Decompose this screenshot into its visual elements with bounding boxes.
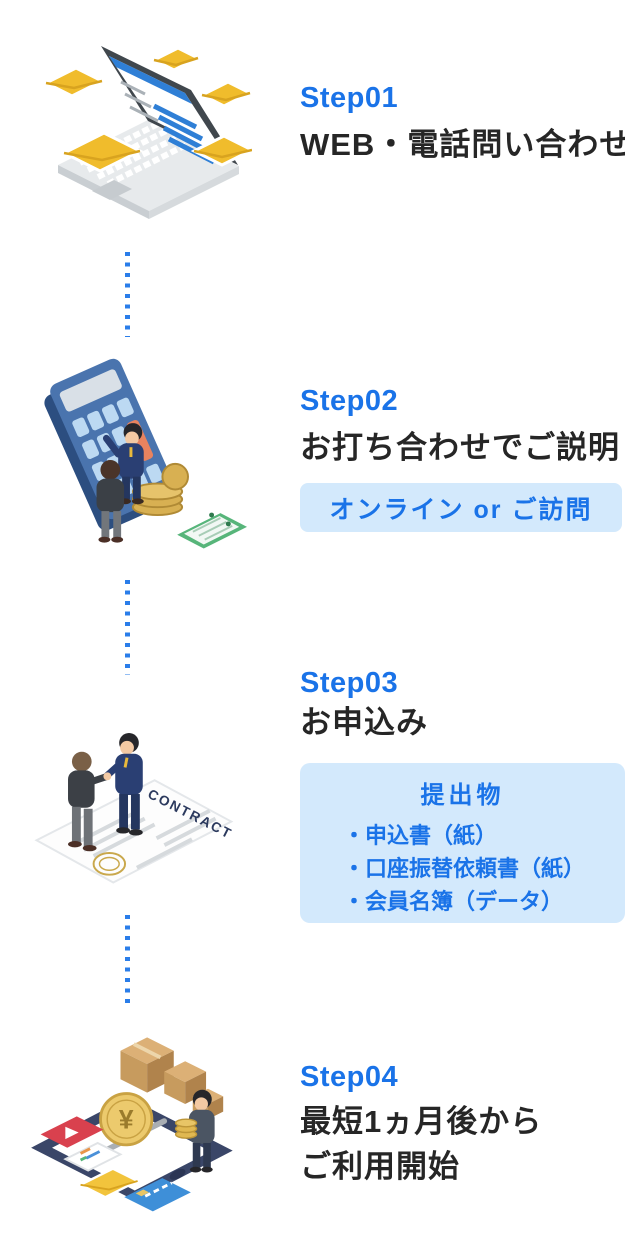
businessperson-with-coins [174,1089,215,1173]
step4-title-line1: 最短1ヵ月後から [300,1104,543,1139]
flow-connector-2 [122,578,132,675]
coin-stack-icon [131,462,189,517]
meeting-format-badge: オンライン or ご訪問 [300,483,622,532]
step3-label: Step03 [300,667,399,699]
step1-illustration-circle [8,3,252,247]
required-documents-box: 提出物 ・申込書（紙） ・口座振替依頼書（紙） ・会員名簿（データ） [300,763,625,923]
step4-title-line2: ご利用開始 [300,1149,460,1184]
yen-symbol: ¥ [119,1105,134,1135]
step2-label: Step02 [300,385,399,417]
calculator-meeting-illustration [44,358,248,549]
handshake-figures [68,733,143,852]
contract-handshake-illustration: CONTRACT [34,733,235,884]
envelope-icon [77,1167,141,1199]
step4-title: 最短1ヵ月後から ご利用開始 [300,1099,542,1189]
step2-illustration-circle [8,338,248,578]
step1-label: Step01 [300,82,399,114]
flow-connector-3 [122,913,132,1007]
seal-stamp-icon [92,852,127,876]
step1-title: WEB・電話問い合わせ [300,127,625,162]
step3-title: お申込み [300,705,428,740]
required-document-item: ・口座振替依頼書（紙） [343,856,586,881]
step2-title: お打ち合わせでご説明 [300,430,620,465]
step4-label: Step04 [300,1061,399,1093]
envelope-icons [42,46,252,173]
required-document-item: ・会員名簿（データ） [343,889,564,914]
step4-illustration-circle: ¥ [14,1007,246,1239]
coin-icon: ¥ [89,1092,168,1161]
video-card-icon [40,1116,104,1148]
credit-card-icon [124,1178,191,1212]
required-documents-heading: 提出物 [420,782,505,809]
businessperson-figures [96,423,144,543]
laptop-email-illustration [42,46,252,219]
chart-document-icon [63,1141,123,1172]
calendar-icon [177,512,248,549]
flow-connector-1 [122,250,132,337]
required-document-item: ・申込書（紙） [343,823,498,848]
smartphone-start-illustration: ¥ [31,1037,233,1212]
step3-illustration-circle: CONTRACT [9,675,249,915]
